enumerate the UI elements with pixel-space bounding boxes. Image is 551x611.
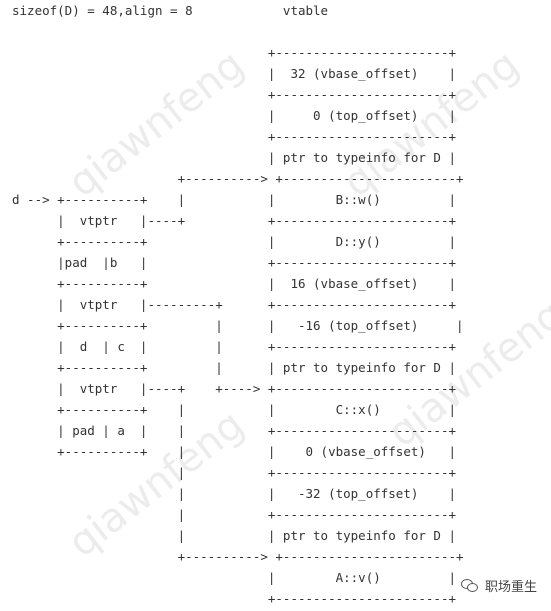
diagram-line: +----------+ | | 0 (vbase_offset) | — [57, 444, 457, 459]
memory-layout-diagram: sizeof(D) = 48,align = 8 vtable +-------… — [12, 0, 464, 609]
brand-label: 职场重生 — [484, 580, 537, 595]
diagram-line: d --> +----------+ | | B::w() | — [12, 192, 457, 207]
diagram-line: sizeof(D) = 48,align = 8 vtable — [12, 3, 329, 18]
diagram-line: | +-----------------------+ — [177, 465, 457, 480]
diagram-line: +----------+ | | C::x() | — [57, 402, 457, 417]
diagram-line: +----------> +-----------------------+ — [177, 171, 464, 186]
diagram-line: +-----------------------+ — [267, 87, 457, 102]
diagram-line: | +-----------------------+ — [177, 507, 457, 522]
diagram-line: | vtptr |----+ +-----------------------+ — [57, 213, 457, 228]
diagram-line: | | ptr to typeinfo for D | — [177, 528, 457, 543]
diagram-line: | A::v() | — [267, 570, 457, 585]
diagram-line: |pad |b | +-----------------------+ — [57, 255, 457, 270]
diagram-line: +----------+ | | -16 (top_offset) | — [57, 318, 464, 333]
diagram-line: | vtptr |----+ +----> +-----------------… — [57, 381, 457, 396]
diagram-line: | pad | a | | +-----------------------+ — [57, 423, 457, 438]
diagram-line: | | -32 (top_offset) | — [177, 486, 457, 501]
diagram-line: +-----------------------+ — [267, 45, 457, 60]
diagram-line: +----------+ | 16 (vbase_offset) | — [57, 276, 457, 291]
diagram-line: | 0 (top_offset) | — [267, 108, 457, 123]
diagram-line: +-----------------------+ — [267, 591, 457, 606]
diagram-line: +-----------------------+ — [267, 129, 457, 144]
diagram-line: +----------+ | D::y() | — [57, 234, 457, 249]
diagram-line: | vtptr |---------+ +-------------------… — [57, 297, 457, 312]
diagram-line: +----------+ | | ptr to typeinfo for D | — [57, 360, 457, 375]
diagram-line: | d | c | | +-----------------------+ — [57, 339, 457, 354]
diagram-line: +----------> +-----------------------+ — [177, 549, 464, 564]
diagram-line: | ptr to typeinfo for D | — [267, 150, 457, 165]
brand-badge: 职场重生 — [460, 576, 537, 595]
diagram-line: | 32 (vbase_offset) | — [267, 66, 457, 81]
wechat-icon — [460, 578, 479, 593]
